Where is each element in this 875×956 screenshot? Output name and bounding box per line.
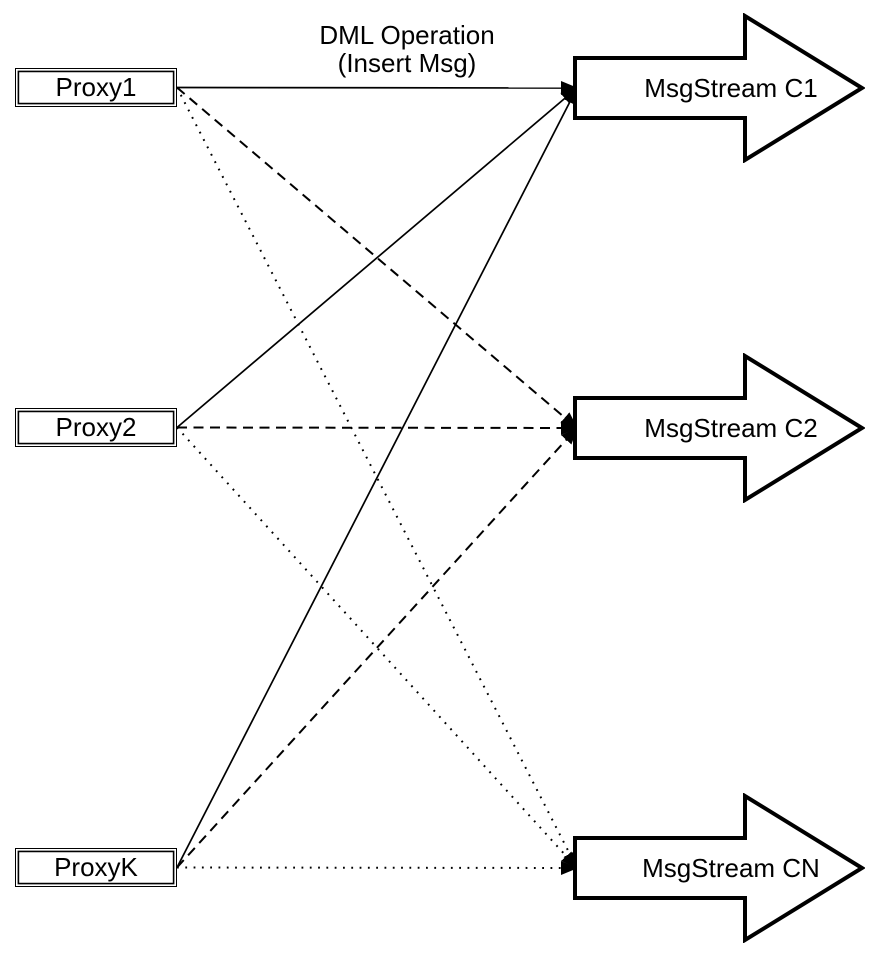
edge-proxy-k-to-stream-c1: [176, 87, 578, 868]
edge-proxy-k-to-stream-cn: [176, 860, 578, 875]
proxy2-box: Proxy2: [15, 408, 177, 447]
dml-operation-line2: (Insert Msg): [337, 48, 477, 78]
proxyk-box: ProxyK: [15, 848, 177, 887]
edge-proxy-1-to-stream-c2: [176, 86, 578, 429]
right-arrow-shape: [573, 793, 865, 943]
edge-proxy-k-to-stream-c2: [176, 427, 578, 869]
msgstream-c1-arrow: MsgStream C1: [573, 13, 865, 163]
proxy2-label: Proxy2: [55, 412, 137, 442]
msgstream-cn-label: MsgStream CN: [642, 852, 820, 883]
edge-proxy-2-to-stream-c1: [176, 87, 578, 429]
dml-operation-line1: DML Operation: [319, 20, 495, 50]
msgstream-c1-label: MsgStream C1: [644, 72, 818, 103]
edge-proxy-2-to-stream-c2: [176, 420, 578, 435]
edge-proxy-1-to-stream-c1: [176, 80, 578, 95]
right-arrow-shape: [573, 13, 865, 163]
proxyk-label: ProxyK: [54, 852, 138, 882]
right-arrow-shape: [573, 353, 865, 503]
msgstream-cn-arrow: MsgStream CN: [573, 793, 865, 943]
proxy1-box: Proxy1: [15, 68, 177, 107]
proxy1-label: Proxy1: [55, 72, 137, 102]
msgstream-c2-arrow: MsgStream C2: [573, 353, 865, 503]
msgstream-c2-label: MsgStream C2: [644, 412, 818, 443]
dml-operation-annotation: DML Operation (Insert Msg): [257, 21, 557, 77]
edge-proxy-1-to-stream-cn: [176, 87, 578, 869]
